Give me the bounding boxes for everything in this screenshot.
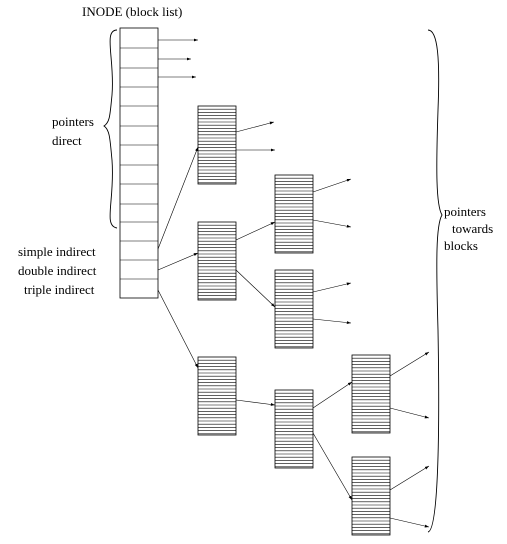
triple-level3-block-2 [351, 456, 391, 536]
label-direct: direct [52, 133, 82, 148]
pointer-arrow [389, 465, 430, 491]
pointer-arrow [235, 399, 276, 406]
label-towards: towards [452, 221, 493, 236]
double-indirect-block [197, 221, 237, 301]
direct-pointers-brace [103, 29, 118, 229]
double-level2-block-1 [274, 174, 314, 254]
inode-title: INODE (block list) [82, 4, 182, 19]
pointer-arrow [235, 269, 276, 308]
label-simple-indirect: simple indirect [18, 244, 96, 259]
label-triple-indirect: triple indirect [24, 282, 95, 297]
pointer-arrow [312, 381, 353, 409]
pointer-arrow [312, 318, 352, 325]
single-indirect-block [197, 105, 237, 185]
inode-block-list [119, 27, 159, 299]
pointers-towards-blocks-brace [427, 29, 443, 533]
pointer-arrow [157, 289, 199, 369]
pointer-arrow [312, 282, 352, 293]
double-level2-block-2 [274, 269, 314, 349]
label-blocks: blocks [444, 238, 478, 253]
pointer-arrow [157, 146, 199, 250]
label-pointers: pointers [52, 114, 94, 129]
pointer-arrow [235, 221, 276, 241]
pointer-arrow [389, 517, 430, 528]
pointer-arrow [389, 407, 430, 419]
pointer-arrow [235, 121, 275, 133]
pointer-arrow [312, 432, 353, 501]
triple-level3-block-1 [351, 354, 391, 434]
pointer-arrow [312, 178, 352, 193]
label-double-indirect: double indirect [18, 263, 97, 278]
pointer-arrow [312, 219, 352, 228]
pointer-arrow [157, 252, 199, 271]
triple-indirect-block [197, 356, 237, 436]
triple-level2-block [274, 389, 314, 469]
label-pointers-right: pointers [444, 204, 486, 219]
pointer-arrow [389, 351, 430, 377]
